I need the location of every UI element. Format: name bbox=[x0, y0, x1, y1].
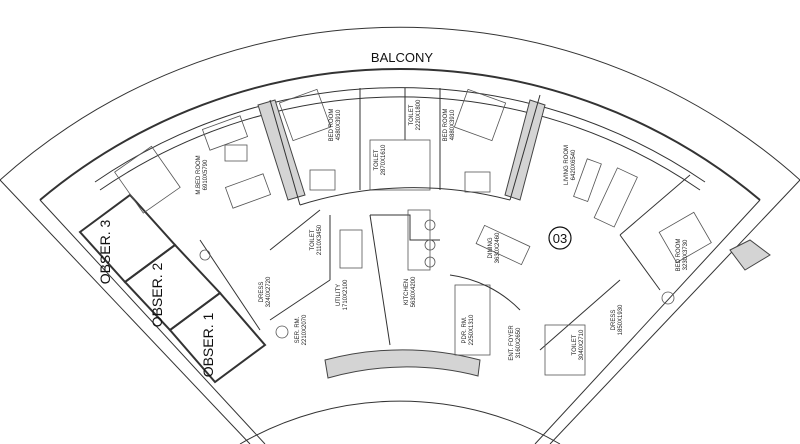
bed-room-1-name: BED ROOM bbox=[329, 109, 335, 142]
ent-foyer-size: 3160X2650 bbox=[516, 327, 522, 358]
toilet-4-size: 3040X2710 bbox=[579, 329, 585, 360]
m-bed-room-size: 6910X5790 bbox=[203, 159, 209, 190]
dress-1-name: DRESS bbox=[259, 282, 265, 303]
bed-room-2-name: BED ROOM bbox=[443, 109, 449, 142]
obser-2-label: OBSER. 2 bbox=[149, 263, 165, 328]
ser-rm-name: SER. RM. bbox=[295, 316, 301, 343]
m-bed-room-name: M.BED ROOM bbox=[196, 155, 202, 194]
outer-walls bbox=[0, 26, 800, 444]
toilet-4-name: TOILET bbox=[572, 334, 578, 355]
utility-size: 1710X2100 bbox=[343, 279, 349, 310]
interior-walls bbox=[199, 88, 771, 376]
observation-decks: OBSER. 3 OBSER. 2 OBSER. 1 bbox=[78, 193, 267, 384]
toilet-3-size: 2110X3450 bbox=[317, 224, 323, 255]
dress-2-size: 1850X1930 bbox=[618, 304, 624, 335]
living-room-name: LIVING ROOM bbox=[564, 145, 570, 185]
bed-room-2-size: 4880X3910 bbox=[450, 109, 456, 140]
toilet-1-name: TOILET bbox=[409, 104, 415, 125]
toilet-2-name: TOILET bbox=[374, 149, 380, 170]
bed-room-3-name: BED ROOM bbox=[676, 239, 682, 272]
balcony-label: BALCONY bbox=[371, 50, 433, 65]
bed-room-1-size: 4580X3910 bbox=[336, 109, 342, 140]
unit-number-badge: 03 bbox=[548, 226, 572, 250]
kitchen-name: KITCHEN bbox=[404, 279, 410, 305]
dining-size: 3630X2460 bbox=[495, 232, 501, 263]
dress-2-name: DRESS bbox=[611, 310, 617, 331]
dining-name: DINING bbox=[488, 237, 494, 258]
observation-1 bbox=[168, 291, 267, 384]
obser-1-label: OBSER. 1 bbox=[200, 313, 216, 378]
toilet-1-size: 2220X1800 bbox=[416, 99, 422, 130]
living-room-size: 6420X6540 bbox=[571, 149, 577, 180]
unit-number: 03 bbox=[553, 231, 567, 246]
pdr-rm-size: 2250X1310 bbox=[469, 314, 475, 345]
furniture bbox=[114, 88, 712, 339]
ser-rm-size: 2210X2070 bbox=[302, 314, 308, 345]
obser-3-label: OBSER. 3 bbox=[97, 220, 113, 285]
pdr-rm-name: PDR. RM. bbox=[462, 316, 468, 343]
kitchen-size: 5630X4200 bbox=[411, 276, 417, 307]
ent-foyer-name: ENT. FOYER bbox=[509, 325, 515, 361]
bed-room-3-size: 3230X3730 bbox=[683, 239, 689, 270]
dress-1-size: 3240X2720 bbox=[266, 276, 272, 307]
toilet-2-size: 2870X1610 bbox=[381, 144, 387, 175]
toilet-3-name: TOILET bbox=[310, 229, 316, 250]
utility-name: UTILITY bbox=[336, 284, 342, 306]
